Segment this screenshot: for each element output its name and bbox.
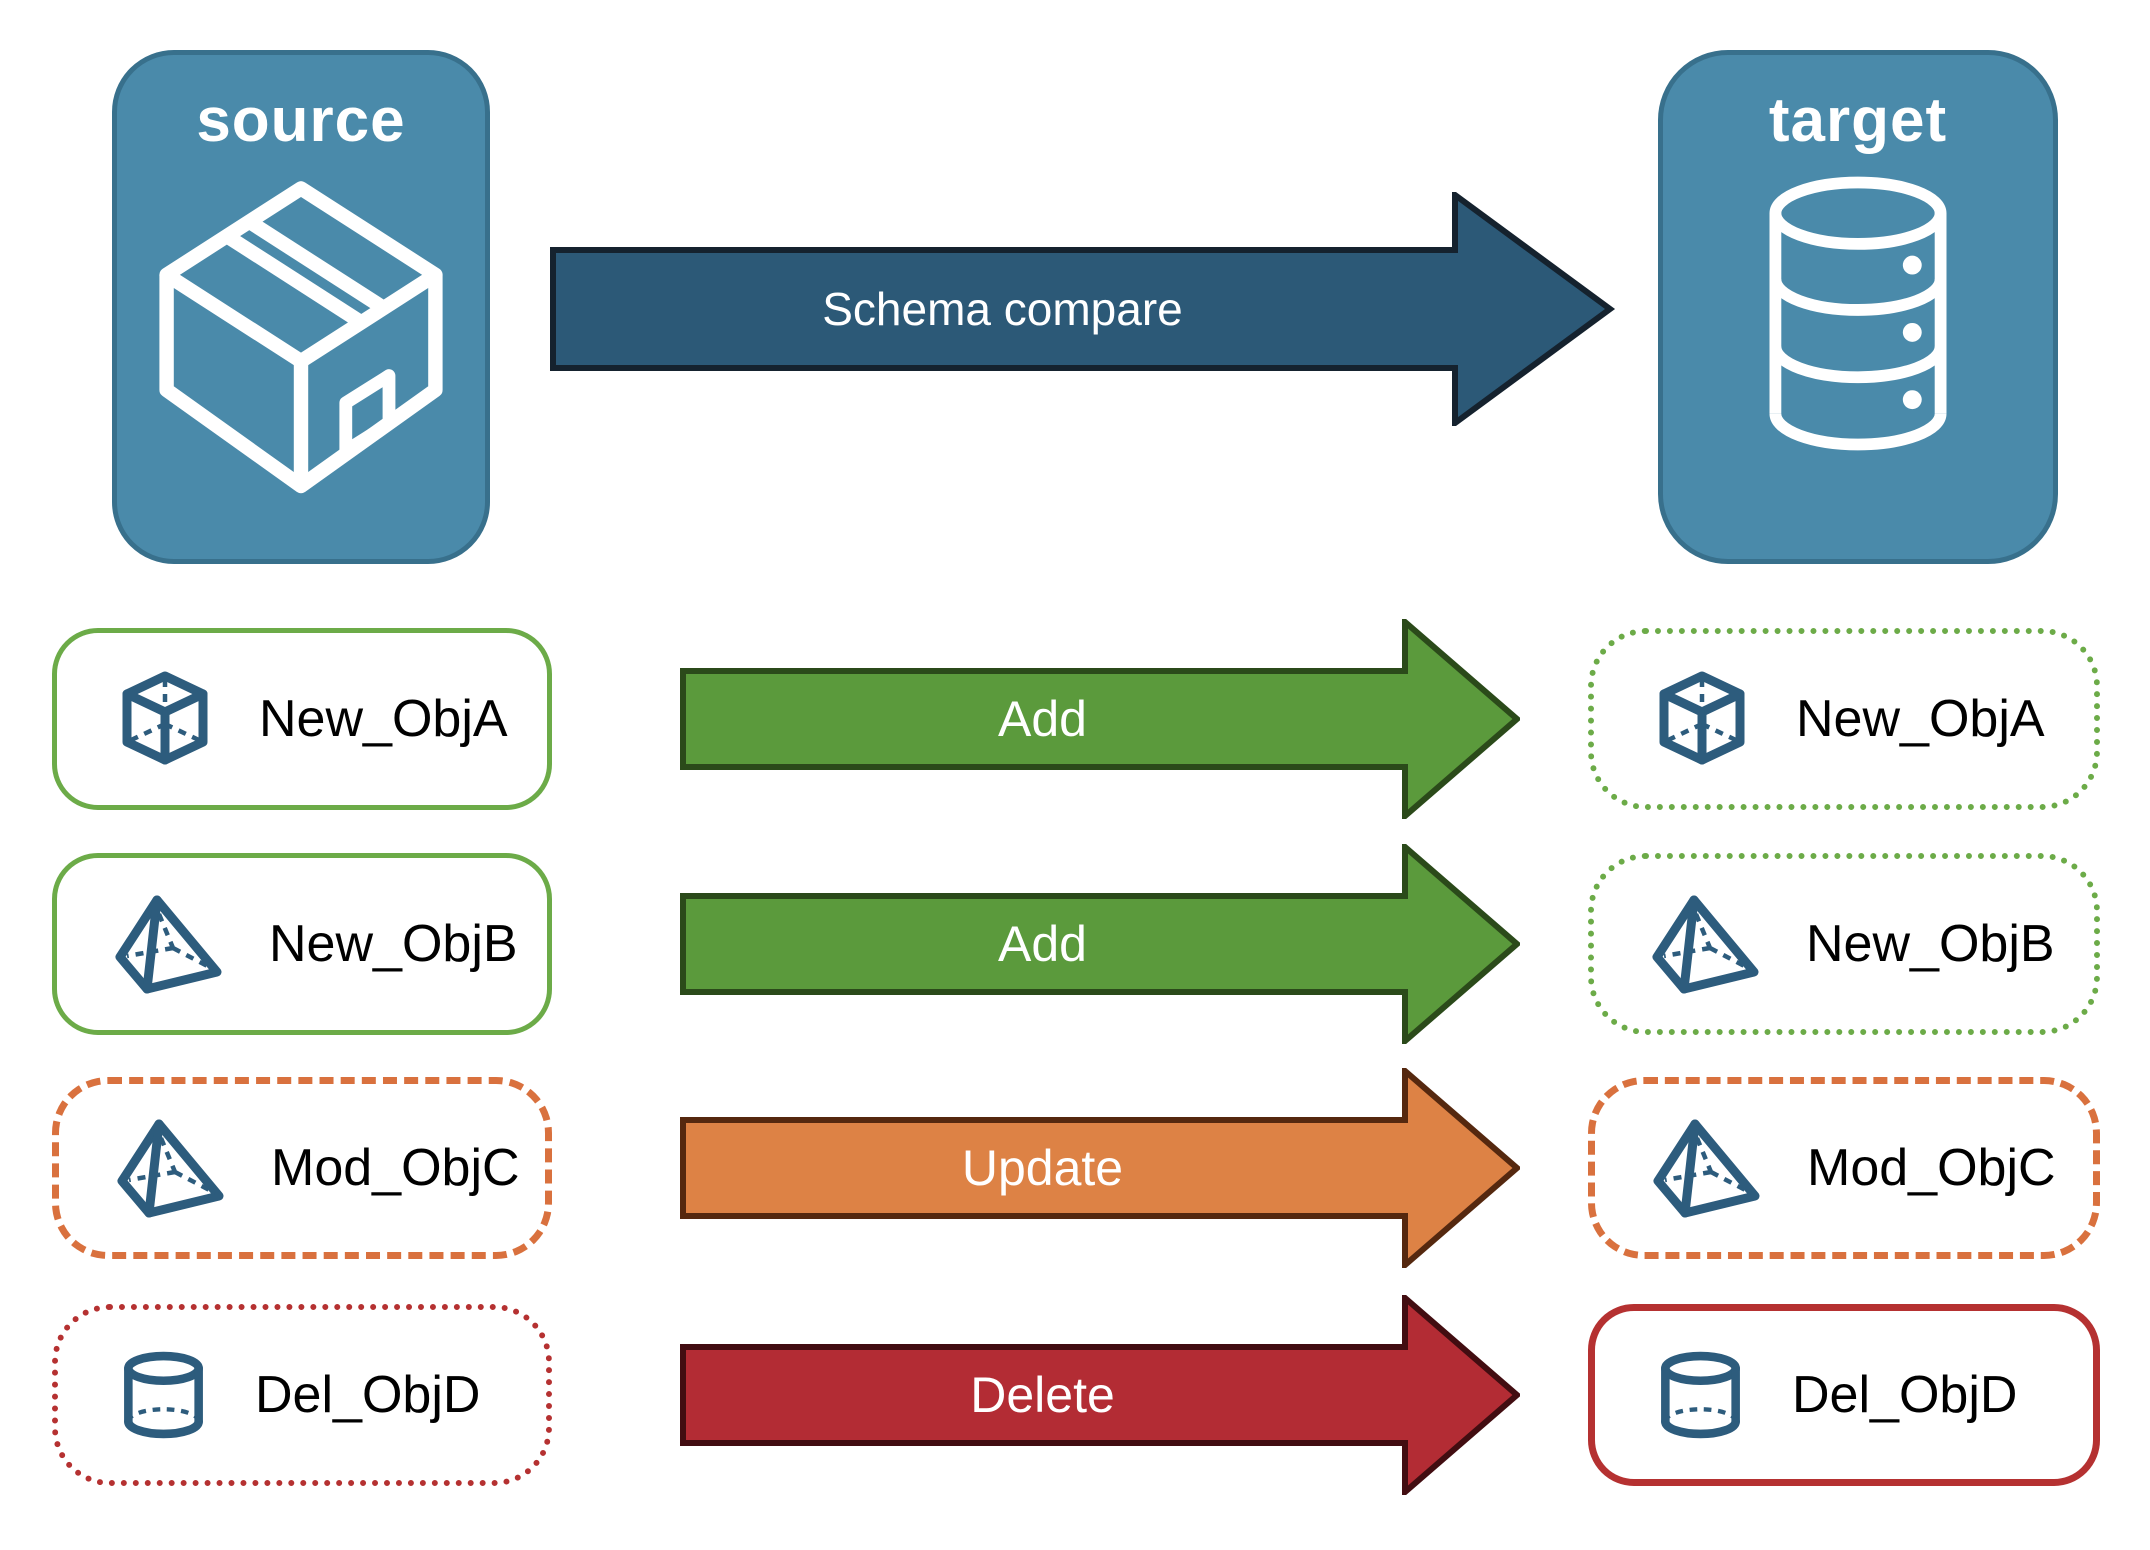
source-node: source: [112, 50, 490, 564]
add-arrow-1: [680, 619, 1520, 819]
object-label: Del_ObjD: [1792, 1366, 2018, 1424]
cube-icon: [122, 671, 208, 765]
schema-compare-label: Schema compare: [822, 283, 1183, 335]
object-label: Mod_ObjC: [271, 1139, 520, 1197]
object-label: New_ObjB: [269, 915, 518, 973]
pyramid-icon: [117, 1119, 224, 1218]
pyramid-icon: [1653, 1119, 1760, 1218]
target-label: target: [1768, 86, 1948, 155]
package-icon: [159, 181, 443, 494]
cube-icon: [1659, 671, 1745, 765]
delete-arrow: [680, 1295, 1520, 1495]
add-arrow-2-label: Add: [998, 916, 1087, 972]
schema-compare-arrow: [550, 192, 1616, 426]
target-object-box-new-objb: New_ObjB: [1588, 853, 2100, 1035]
source-object-box-new-obja: New_ObjA: [52, 628, 552, 810]
source-label: source: [196, 86, 406, 155]
source-object-box-new-objb: New_ObjB: [52, 853, 552, 1035]
delete-arrow-label: Delete: [970, 1367, 1115, 1423]
cylinder-icon: [1661, 1351, 1740, 1439]
add-arrow-1-label: Add: [998, 691, 1087, 747]
source-object-box-mod-objc: Mod_ObjC: [52, 1077, 552, 1259]
pyramid-icon: [1652, 895, 1759, 994]
cylinder-icon: [124, 1351, 203, 1439]
object-label: New_ObjA: [1796, 690, 2045, 748]
object-label: New_ObjA: [259, 690, 508, 748]
target-node: target: [1658, 50, 2058, 564]
update-arrow: [680, 1068, 1520, 1268]
database-icon: [1769, 176, 1947, 451]
update-arrow-label: Update: [961, 1140, 1124, 1196]
target-object-box-del-objd: Del_ObjD: [1588, 1304, 2100, 1486]
object-label: Mod_ObjC: [1807, 1139, 2056, 1197]
target-object-box-new-obja: New_ObjA: [1588, 628, 2100, 810]
pyramid-icon: [115, 895, 222, 994]
object-label: New_ObjB: [1806, 915, 2055, 973]
source-object-box-del-objd: Del_ObjD: [52, 1304, 552, 1486]
object-label: Del_ObjD: [255, 1366, 481, 1424]
add-arrow-2: [680, 844, 1520, 1044]
target-object-box-mod-objc: Mod_ObjC: [1588, 1077, 2100, 1259]
